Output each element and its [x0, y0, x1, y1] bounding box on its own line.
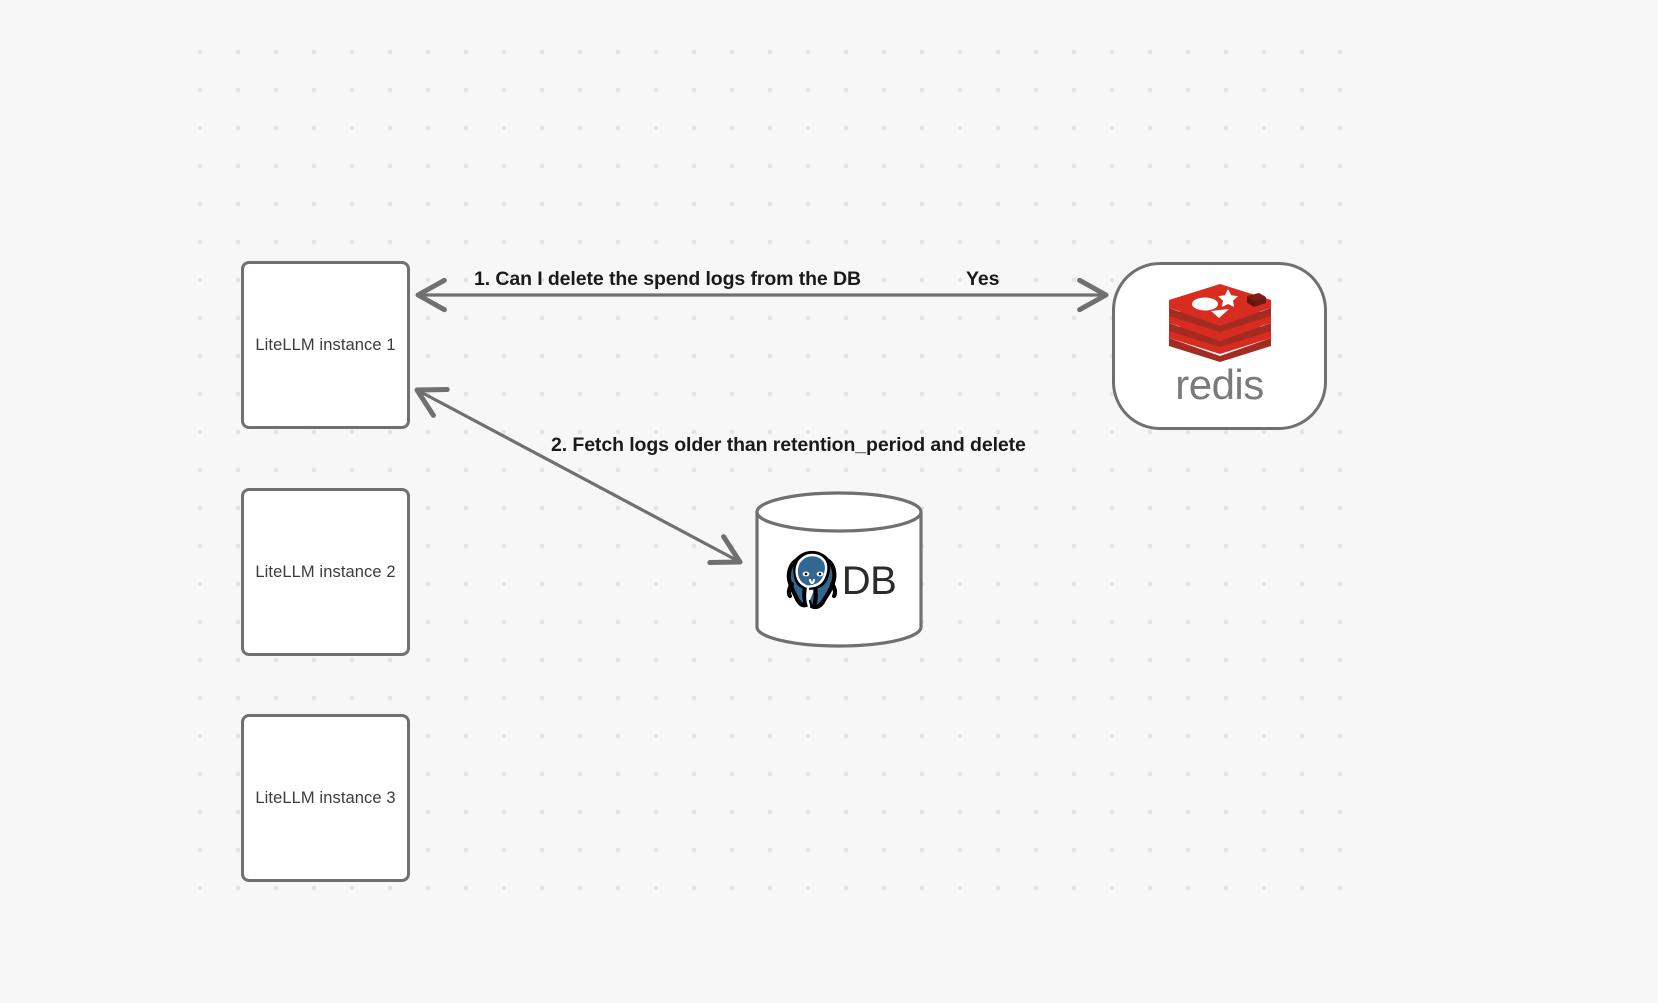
- edge-label-step-2: 2. Fetch logs older than retention_perio…: [551, 434, 1026, 456]
- cylinder-shape: [755, 491, 923, 648]
- node-litellm-instance-3-label: LiteLLM instance 3: [255, 788, 396, 807]
- redis-logo-group: redis: [1165, 284, 1275, 406]
- node-litellm-instance-2-label: LiteLLM instance 2: [255, 562, 396, 581]
- node-redis[interactable]: redis: [1112, 262, 1327, 430]
- edge-label-step-1-answer: Yes: [966, 268, 1000, 290]
- node-database[interactable]: DB: [754, 491, 924, 648]
- node-litellm-instance-1-label: LiteLLM instance 1: [255, 335, 396, 354]
- postgresql-elephant-icon: [786, 550, 837, 609]
- node-litellm-instance-3[interactable]: LiteLLM instance 3: [241, 714, 410, 882]
- edge-litellm1-db: [414, 386, 743, 566]
- node-litellm-instance-1[interactable]: LiteLLM instance 1: [241, 261, 410, 429]
- redis-logo-icon: [1168, 284, 1271, 362]
- edge-label-step-1: 1. Can I delete the spend logs from the …: [474, 268, 861, 290]
- node-litellm-instance-2[interactable]: LiteLLM instance 2: [241, 488, 410, 656]
- db-logo-group: DB: [782, 550, 897, 612]
- redis-wordmark: redis: [1175, 361, 1264, 408]
- db-label: DB: [841, 558, 897, 603]
